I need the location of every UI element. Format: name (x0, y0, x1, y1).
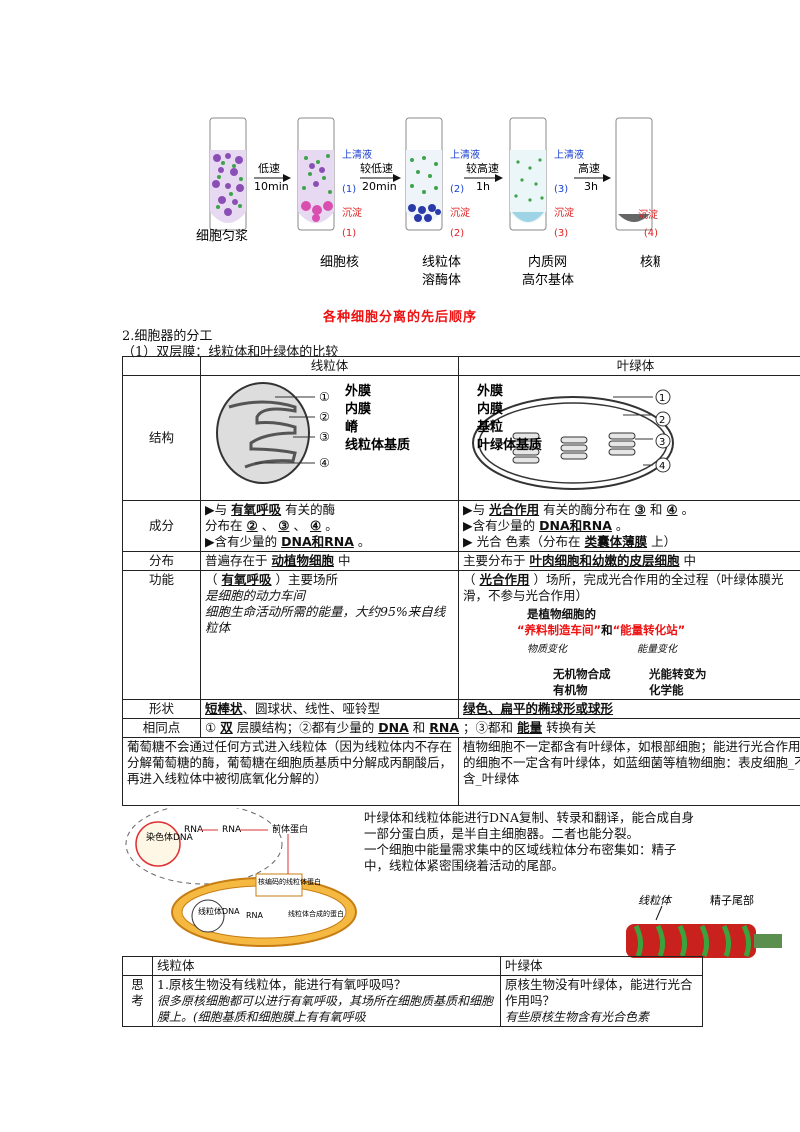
chloro-label-grana: 基粒 (476, 419, 503, 435)
step4-speed: 高速 (578, 161, 600, 175)
svg-text:1: 1 (659, 393, 665, 404)
super1-num: (1) (342, 184, 356, 195)
prec4-label: 核糖体 (640, 254, 660, 270)
prec1-num: (1) (342, 228, 356, 239)
think-col-mito: 线粒体 (152, 956, 501, 976)
nuclear-dna-label: 染色体DNA (146, 831, 194, 843)
test-tube-2 (297, 117, 335, 231)
think-row-label: 思考 (122, 975, 153, 1027)
prec2-label2: 溶酶体 (422, 272, 461, 288)
centrifuge-diagram: 细胞匀浆 低速 10min 上清液 (1) 沉淀 (1) 细胞核 较低速 20m… (196, 117, 660, 288)
chloro-distribution-cell: 主要分布于叶肉细胞和幼嫩的皮层细胞中 (458, 551, 800, 571)
mito-label-cristae: 嵴 (345, 419, 359, 435)
super1-text: 上清液 (342, 148, 372, 161)
step2-speed: 较低速 (360, 161, 393, 175)
mito-label-outer: 外膜 (344, 383, 371, 399)
step1-speed: 低速 (258, 162, 280, 175)
col-header-chloro: 叶绿体 (458, 356, 800, 376)
mito-marker-2: ② (319, 410, 330, 424)
super2-num: (2) (450, 184, 464, 195)
row-label-distribution: 分布 (122, 551, 201, 571)
row-label-function: 功能 (122, 570, 201, 700)
mito-marker-4: ④ (319, 456, 330, 470)
super3-text: 上清液 (554, 148, 584, 161)
rna2-label: RNA (222, 825, 242, 835)
chloro-label-stroma: 叶绿体基质 (477, 437, 542, 453)
figure-caption: 各种细胞分离的先后顺序 (322, 310, 477, 325)
prec2-text: 沉淀 (450, 206, 470, 219)
prec4-text: 沉淀 (638, 208, 658, 221)
svg-text:2: 2 (659, 415, 665, 426)
intro-text: 叶绿体和线粒体能进行DNA复制、转录和翻译，能合成自身一部分蛋白质，是半自主细胞… (364, 810, 694, 873)
rna3-label: RNA (246, 911, 264, 920)
protein3-label: 线粒体合成的蛋白 (288, 909, 344, 918)
think-mito-cell: 1.原核生物没有线粒体，能进行有氧呼吸吗？ 很多原核细胞都可以进行有氧呼吸，其场… (152, 975, 501, 1027)
row-label-same: 相同点 (122, 718, 201, 738)
prec1-label: 细胞核 (320, 255, 359, 270)
sperm-tail-illustration: 线粒体 精子尾部 (626, 893, 782, 958)
col-header-mito: 线粒体 (200, 356, 459, 376)
note-right-cell: 植物细胞不一定都含有叶绿体，如根部细胞；能进行光合作用的细胞不一定含有叶绿体，如… (458, 737, 800, 806)
protein2-label: 核编码的线粒体蛋白 (258, 877, 321, 886)
prec2-label: 线粒体 (422, 255, 461, 270)
mito-distribution-cell: 普遍存在于动植物细胞中 (200, 551, 459, 571)
sperm-label-mito: 线粒体 (638, 894, 673, 907)
prec3-text: 沉淀 (554, 206, 574, 219)
prec1-text: 沉淀 (342, 206, 362, 219)
test-tube-1 (209, 117, 247, 231)
semi-autonomous-diagram: 染色体DNA RNA RNA 前体蛋白 核编码的线粒体蛋白 线粒体DNA RNA… (125, 808, 357, 947)
row-label-structure: 结构 (122, 375, 201, 501)
test-tube-3 (405, 117, 443, 231)
mito-marker-3: ③ (319, 430, 330, 444)
chloro-label-inner: 内膜 (477, 401, 503, 417)
rna1-label: RNA (184, 825, 204, 835)
chloroplast-diagram: 1 2 3 4 外膜 内膜 基粒 叶绿体基质 (472, 383, 674, 490)
prec3-num: (3) (554, 228, 568, 239)
tube1-label: 细胞匀浆 (196, 229, 248, 244)
sperm-label-tail: 精子尾部 (710, 893, 754, 907)
test-tube-5 (615, 117, 653, 231)
row-label-component: 成分 (122, 500, 201, 552)
step4-time: 3h (584, 180, 598, 193)
comparison-table: 线粒体 叶绿体 结构 ① ② ③ ④ 外膜 内膜 嵴 线粒体基质 (122, 356, 800, 806)
chloro-structure-cell: 1 2 3 4 外膜 内膜 基粒 叶绿体基质 (458, 375, 800, 501)
mito-dna-label: 线粒体DNA (198, 906, 240, 916)
row-label-shape: 形状 (122, 699, 201, 719)
step1-time: 10min (254, 180, 289, 193)
super3-num: (3) (554, 184, 568, 195)
step3-speed: 较高速 (466, 161, 499, 175)
prec4-num: (4) (644, 228, 658, 239)
mito-label-matrix: 线粒体基质 (345, 437, 410, 453)
super2-text: 上清液 (450, 148, 480, 161)
chloro-function-cell: （光合作用）场所，完成光合作用的全过程（叶绿体膜光滑，不参与光合作用） 是植物细… (458, 570, 800, 700)
prec3-label2: 高尔基体 (522, 272, 574, 288)
test-tube-4 (509, 117, 547, 231)
mito-label-inner: 内膜 (345, 401, 371, 417)
mito-function-cell: （有氧呼吸）主要场所 是细胞的动力车间 细胞生命活动所需的能量，大约95%来自线… (200, 570, 459, 700)
note-left-cell: 葡萄糖不会通过任何方式进入线粒体（因为线粒体内不存在分解葡萄糖的酶，葡萄糖在细胞… (122, 737, 459, 806)
svg-text:3: 3 (659, 437, 665, 448)
chloro-shape-cell: 绿色、扁平的椭球形或球形 (458, 699, 800, 719)
prec3-label: 内质网 (528, 254, 567, 270)
mito-marker-1: ① (319, 390, 330, 404)
prec2-num: (2) (450, 228, 464, 239)
section-heading: 2.细胞器的分工 (122, 329, 213, 344)
svg-text:4: 4 (659, 461, 665, 472)
think-col-chloro: 叶绿体 (500, 956, 703, 976)
mito-structure-cell: ① ② ③ ④ 外膜 内膜 嵴 线粒体基质 (200, 375, 459, 501)
step3-time: 1h (476, 180, 490, 193)
mito-shape-cell: 短棒状、圆球状、线性、哑铃型 (200, 699, 459, 719)
protein1-label: 前体蛋白 (272, 823, 308, 835)
think-chloro-cell: 原核生物没有叶绿体，能进行光合作用吗？ 有些原核生物含有光合色素 (500, 975, 703, 1027)
step2-time: 20min (362, 180, 397, 193)
chloro-label-outer: 外膜 (476, 383, 503, 399)
mitochondrion-diagram: ① ② ③ ④ 外膜 内膜 嵴 线粒体基质 (216, 382, 410, 484)
thinking-table: 线粒体 叶绿体 思考 1.原核生物没有线粒体，能进行有氧呼吸吗？ 很多原核细胞都… (122, 956, 703, 1027)
